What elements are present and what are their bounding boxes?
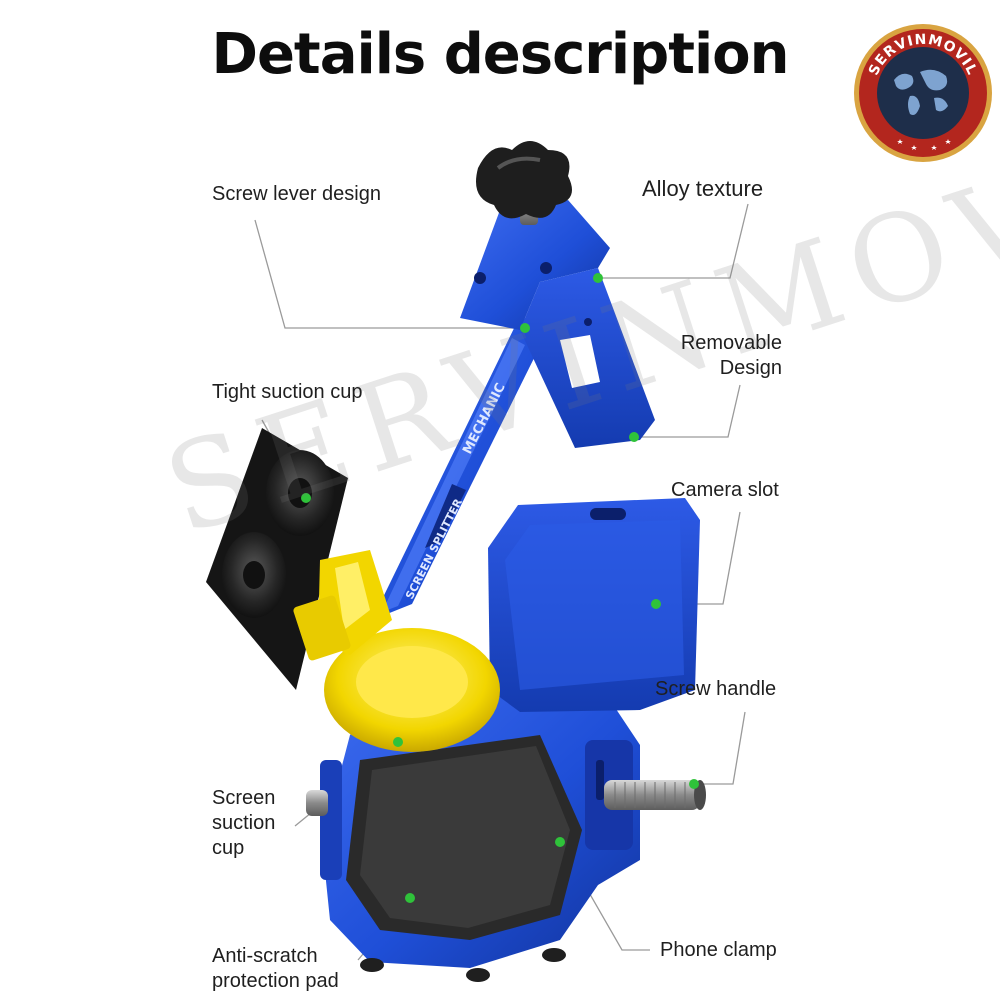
- marker-screen-cup: [393, 737, 403, 747]
- marker-alloy: [593, 273, 603, 283]
- base-plate: [320, 680, 640, 968]
- marker-screw-handle: [689, 779, 699, 789]
- label-phone-clamp: Phone clamp: [660, 939, 777, 961]
- label-screw-handle: Screw handle: [655, 678, 777, 700]
- label-alloy-texture: Alloy texture: [642, 176, 764, 201]
- marker-screw-lever: [520, 323, 530, 333]
- leader-screw-lever: [254, 219, 525, 329]
- page-title: Details description: [211, 22, 789, 87]
- top-bracket: [460, 200, 655, 448]
- label-tight-suction-cup: Tight suction cup: [212, 381, 363, 403]
- feet: [360, 948, 566, 982]
- star-icon: [897, 139, 951, 150]
- label-anti-scratch-pad: Anti-scratch protection pad: [212, 945, 339, 992]
- leader-screw-handle: [694, 711, 746, 785]
- leader-alloy: [598, 203, 749, 279]
- marker-camera: [651, 599, 661, 609]
- camera-slot-plate: [488, 498, 700, 712]
- label-screen-suction-cup: Screen suction cup: [212, 787, 276, 859]
- double-suction-cup: [206, 428, 348, 690]
- screen-suction-cup: [293, 550, 500, 752]
- label-screw-lever-design: Screw lever design: [212, 183, 381, 205]
- brand-logo: SERVINMOVIL: [854, 24, 992, 162]
- world-map-icon: [894, 69, 948, 115]
- marker-clamp: [555, 837, 565, 847]
- label-removable-design: Removable Design: [680, 332, 782, 379]
- label-camera-slot: Camera slot: [671, 479, 779, 501]
- marker-removable: [629, 432, 639, 442]
- leader-removable: [634, 384, 741, 438]
- marker-dots: [301, 273, 699, 903]
- knob-icon: [476, 141, 572, 225]
- marker-suction: [301, 493, 311, 503]
- marker-pad: [405, 893, 415, 903]
